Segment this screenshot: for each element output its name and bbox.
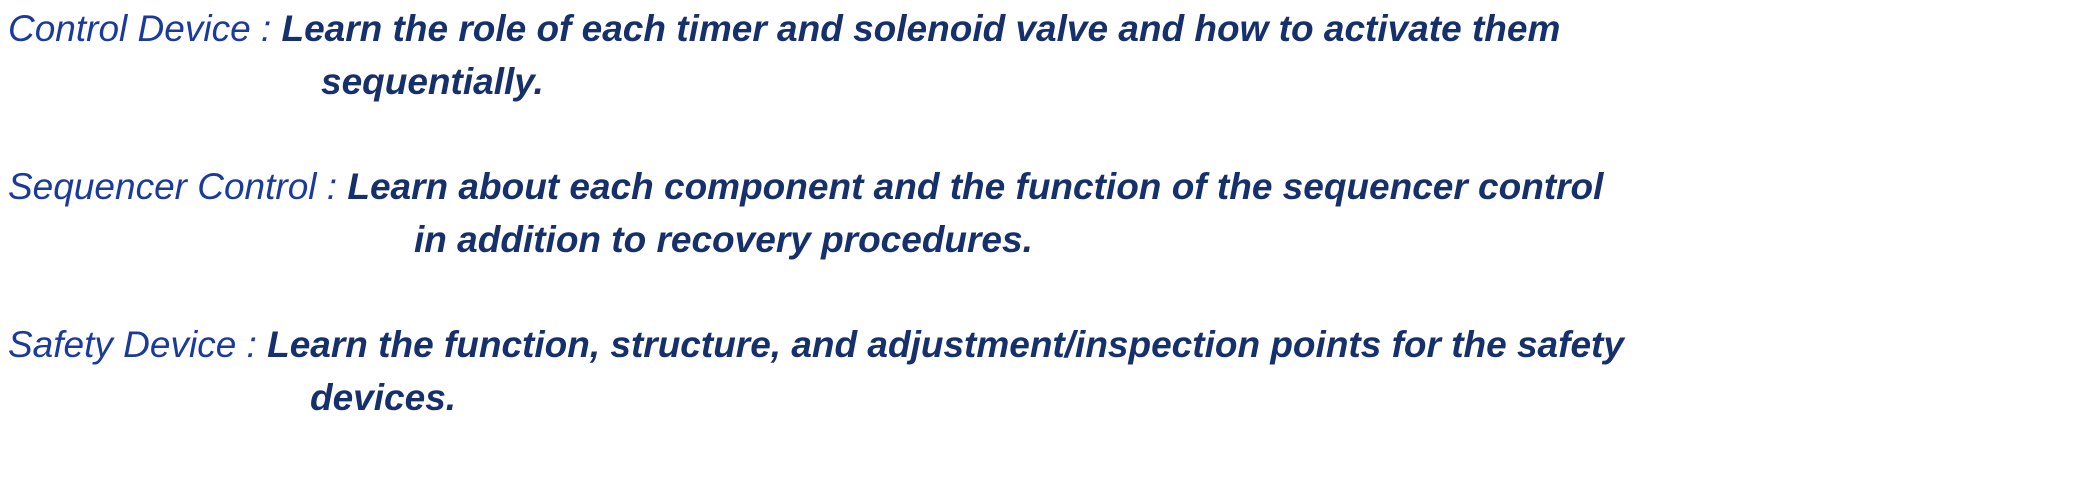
control-device-line-2: sequentially. [8, 55, 1560, 108]
safety-device-entry: Safety Device : Learn the function, stru… [8, 318, 1624, 424]
sequencer-control-line-1: Sequencer Control : Learn about each com… [8, 160, 1603, 213]
safety-device-description: Learn the function, structure, and adjus… [267, 324, 1624, 365]
sequencer-control-description: Learn about each component and the funct… [347, 166, 1604, 207]
control-device-line-1: Control Device : Learn the role of each … [8, 2, 1560, 55]
control-device-description-continued: sequentially. [321, 61, 544, 102]
sequencer-control-term: Sequencer Control : [8, 166, 338, 207]
safety-device-term: Safety Device : [8, 324, 257, 365]
control-device-entry: Control Device : Learn the role of each … [8, 2, 1560, 108]
control-device-description: Learn the role of each timer and solenoi… [281, 8, 1561, 49]
sequencer-control-line-2: in addition to recovery procedures. [8, 213, 1603, 266]
safety-device-line-1: Safety Device : Learn the function, stru… [8, 318, 1624, 371]
control-device-term: Control Device : [8, 8, 272, 49]
safety-device-line-2: devices. [8, 371, 1624, 424]
sequencer-control-description-continued: in addition to recovery procedures. [414, 219, 1033, 260]
safety-device-description-continued: devices. [310, 377, 457, 418]
sequencer-control-entry: Sequencer Control : Learn about each com… [8, 160, 1603, 266]
